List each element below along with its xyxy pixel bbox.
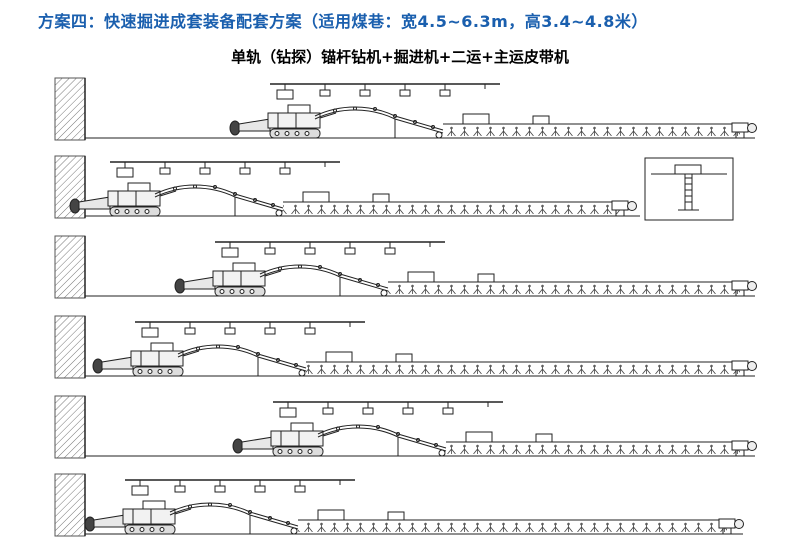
monorail-drill-rig-drawing [109,161,341,178]
tunnel-face-hatch [54,77,86,141]
belt-conveyor-drawing [306,351,740,374]
belt-drive-station-drawing [611,200,637,217]
belt-conveyor-drawing [443,113,740,136]
monorail-detail-inset [644,157,734,221]
belt-drive-station-drawing [731,440,757,457]
tunnel-face-hatch [54,235,86,299]
monorail-drill-rig-drawing [124,479,356,496]
roadheader-drawing [92,342,200,377]
monorail-drill-rig-drawing [272,401,504,418]
diagram-row [54,155,734,221]
belt-conveyor-drawing [283,191,620,214]
belt-drive-station-drawing [718,518,744,535]
diagram-row [54,315,757,379]
belt-drive-station-drawing [731,122,757,139]
diagram-row [54,235,757,299]
roadheader-drawing [232,422,340,457]
belt-drive-station-drawing [731,360,757,377]
bridge-conveyor-drawing [317,424,447,457]
belt-conveyor-drawing [446,431,740,454]
roadheader-drawing [229,104,337,139]
monorail-drill-rig-drawing [269,83,501,100]
tunnel-face-hatch [54,315,86,379]
tunnel-face-hatch [54,395,86,459]
tunnel-face-hatch [54,473,86,537]
belt-conveyor-drawing [388,271,740,294]
diagram-row [54,77,757,141]
roadheader-drawing [69,182,177,217]
diagram-row [54,395,757,459]
bridge-conveyor-drawing [177,344,307,377]
bridge-conveyor-drawing [154,184,284,217]
monorail-drill-rig-drawing [214,241,446,258]
bridge-conveyor-drawing [169,502,299,535]
equipment-diagram [54,77,757,537]
roadheader-drawing [174,262,282,297]
diagram-row [54,473,744,537]
page-title: 方案四：快速掘进成套装备配套方案（适用煤巷：宽4.5~6.3m，高3.4~4.8… [38,12,648,31]
monorail-drill-rig-drawing [134,321,366,338]
belt-conveyor-drawing [298,509,727,532]
bridge-conveyor-drawing [259,264,389,297]
belt-drive-station-drawing [731,280,757,297]
bridge-conveyor-drawing [314,106,444,139]
page-subtitle: 单轨（钻探）锚杆钻机+掘进机+二运+主运皮带机 [231,48,569,66]
roadheader-drawing [84,500,192,535]
